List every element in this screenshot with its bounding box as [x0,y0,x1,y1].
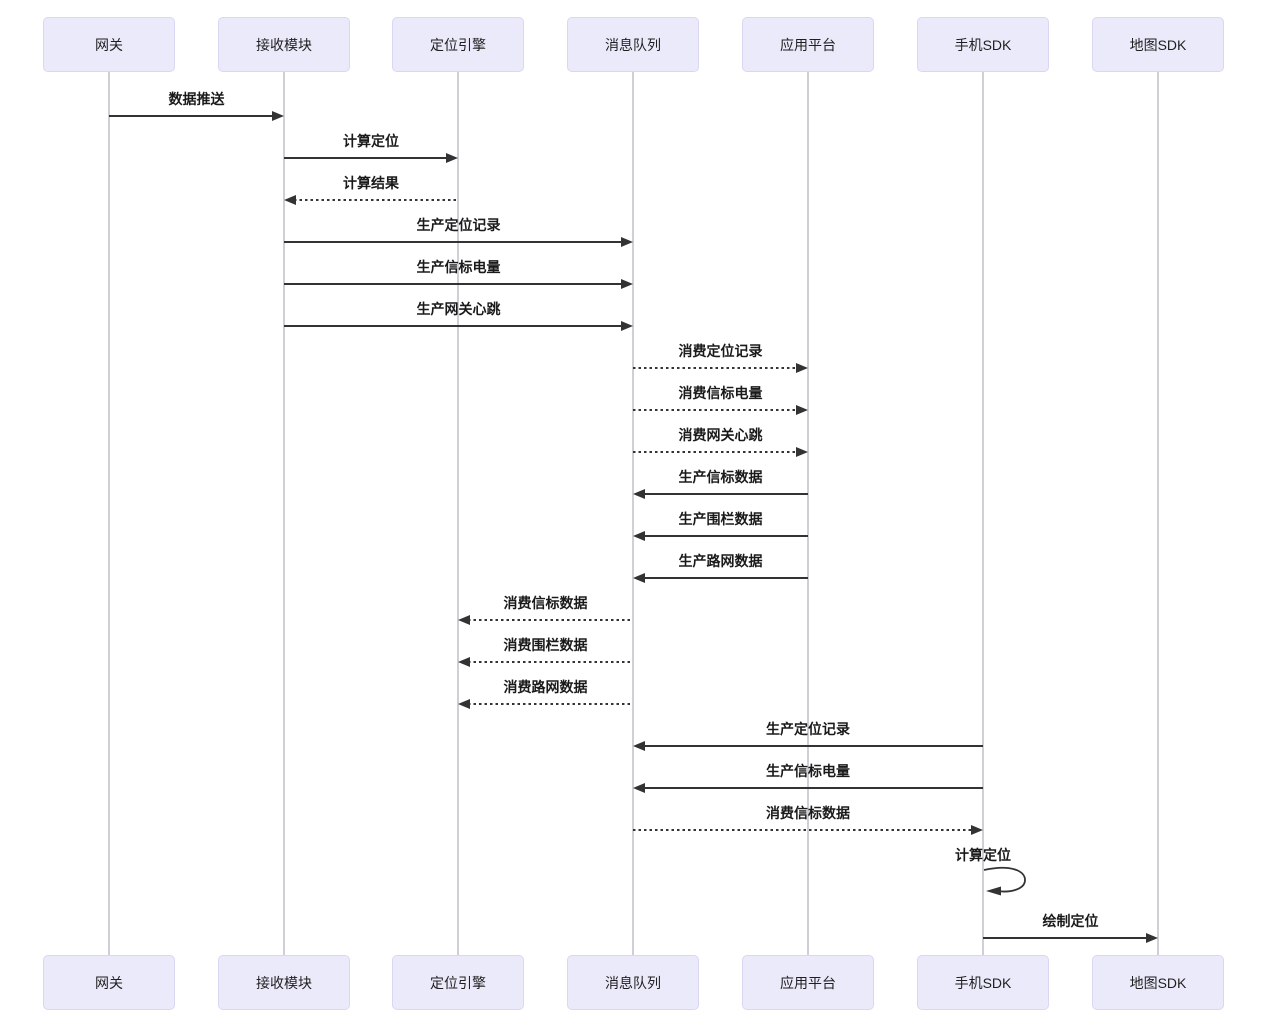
message-label: 生产信标电量 [416,259,501,275]
message-line [643,745,983,747]
self-loop-icon [983,866,1026,896]
message-label: 消费路网数据 [503,679,588,695]
arrowhead-icon [621,321,633,331]
arrowhead-icon [796,405,808,415]
message-line [643,787,983,789]
participant-box-bottom: 手机SDK [917,955,1049,1010]
participant-box-bottom: 消息队列 [567,955,699,1010]
lifeline [982,72,984,955]
message-line [284,157,448,159]
participant-box-top: 地图SDK [1092,17,1224,72]
lifeline [632,72,634,955]
message-line [983,937,1148,939]
message-line [284,283,623,285]
message-label: 消费网关心跳 [678,427,763,443]
message-line [643,577,808,579]
message-line [284,241,623,243]
message-label: 消费信标数据 [503,595,588,611]
message-line [633,829,973,831]
arrowhead-icon [284,195,296,205]
arrowhead-icon [458,615,470,625]
message-label: 计算定位 [955,847,1011,863]
arrowhead-icon [621,279,633,289]
arrowhead-icon [633,489,645,499]
message-label: 消费定位记录 [678,343,763,359]
lifeline [807,72,809,955]
message-label: 消费信标电量 [678,385,763,401]
message-label: 生产网关心跳 [416,301,501,317]
arrowhead-icon [272,111,284,121]
participant-box-bottom: 接收模块 [218,955,350,1010]
arrowhead-icon [446,153,458,163]
message-label: 消费信标数据 [766,805,850,821]
arrowhead-icon [458,699,470,709]
participant-box-top: 接收模块 [218,17,350,72]
message-label: 生产路网数据 [678,553,763,569]
message-label: 生产信标电量 [766,763,850,779]
participant-box-bottom: 定位引擎 [392,955,524,1010]
arrowhead-icon [621,237,633,247]
message-label: 生产信标数据 [678,469,763,485]
message-line [284,325,623,327]
arrowhead-icon [971,825,983,835]
message-label: 计算定位 [343,133,399,149]
arrowhead-icon [633,741,645,751]
message-label: 生产定位记录 [766,721,850,737]
participant-box-top: 定位引擎 [392,17,524,72]
participant-box-top: 消息队列 [567,17,699,72]
message-line [643,535,808,537]
arrowhead-icon [796,363,808,373]
message-line [468,619,633,621]
message-label: 生产定位记录 [416,217,501,233]
message-line [633,451,798,453]
message-label: 消费围栏数据 [503,637,588,653]
message-label: 数据推送 [168,91,225,107]
message-label: 计算结果 [343,175,399,191]
message-label: 生产围栏数据 [678,511,763,527]
lifeline [1157,72,1159,955]
arrowhead-icon [1146,933,1158,943]
message-line [468,703,633,705]
arrowhead-icon [633,531,645,541]
arrowhead-icon [633,573,645,583]
participant-box-bottom: 应用平台 [742,955,874,1010]
message-label: 绘制定位 [1042,913,1099,929]
lifeline [283,72,285,955]
participant-box-top: 网关 [43,17,175,72]
lifeline [457,72,459,955]
message-line [643,493,808,495]
message-line [294,199,458,201]
message-line [633,409,798,411]
message-line [633,367,798,369]
lifeline [108,72,110,955]
arrowhead-icon [458,657,470,667]
participant-box-bottom: 网关 [43,955,175,1010]
participant-box-top: 手机SDK [917,17,1049,72]
arrowhead-icon [633,783,645,793]
participant-box-bottom: 地图SDK [1092,955,1224,1010]
message-line [109,115,274,117]
participant-box-top: 应用平台 [742,17,874,72]
message-line [468,661,633,663]
arrowhead-icon [796,447,808,457]
